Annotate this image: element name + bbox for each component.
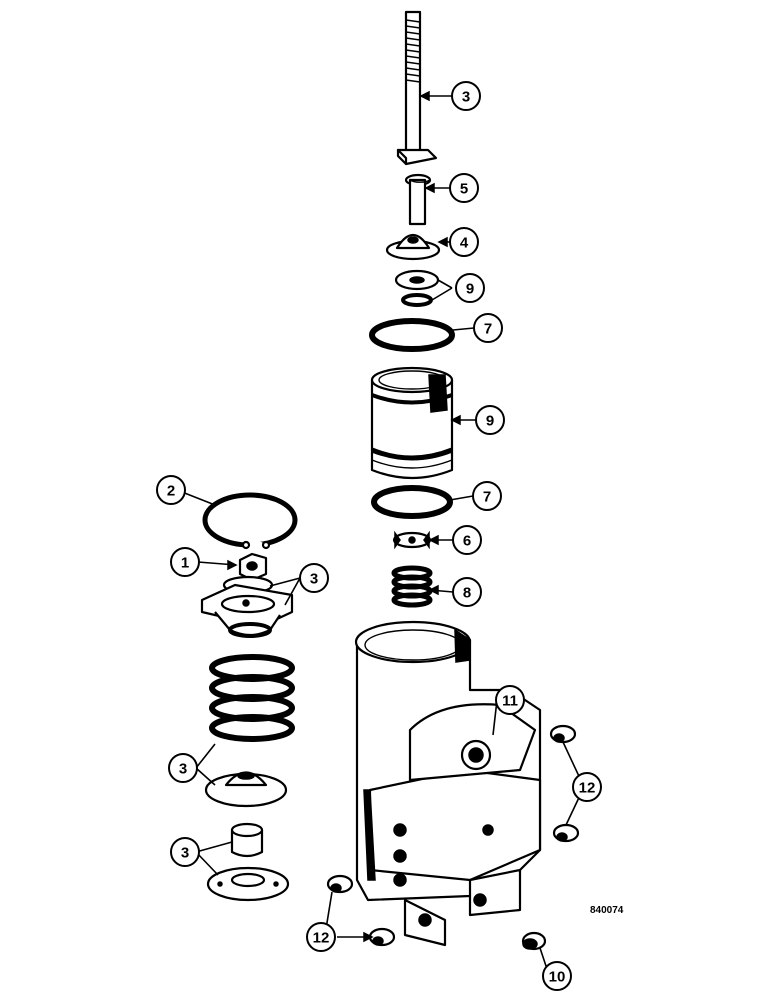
leader-lines	[181, 95, 585, 973]
svg-text:9: 9	[486, 413, 494, 430]
svg-text:2: 2	[167, 483, 175, 500]
svg-text:8: 8	[463, 585, 471, 602]
small-spring	[391, 565, 433, 608]
big-spring	[209, 654, 295, 742]
callout-9-washer: 9	[455, 273, 485, 303]
callout-3-base: 3	[170, 837, 200, 867]
svg-text:3: 3	[310, 571, 318, 588]
svg-text:3: 3	[462, 89, 470, 106]
callout-3-seat: 3	[168, 753, 198, 783]
svg-text:12: 12	[579, 780, 596, 797]
svg-text:9: 9	[466, 281, 474, 298]
svg-text:10: 10	[549, 969, 566, 986]
svg-text:1: 1	[181, 555, 189, 572]
callout-1: 1	[170, 547, 200, 577]
callout-9-sleeve: 9	[475, 405, 505, 435]
o-ring-top	[369, 318, 455, 352]
callout-3-rod: 3	[451, 81, 481, 111]
plug-right-upper	[549, 724, 577, 744]
snap-ring	[202, 492, 298, 551]
callout-8: 8	[452, 577, 482, 607]
callout-12-right: 12	[572, 772, 602, 802]
sleeve	[370, 366, 454, 480]
bushing-and-plate	[206, 822, 290, 902]
callout-11: 11	[495, 685, 525, 715]
o-ring-lower	[371, 485, 453, 519]
svg-text:12: 12	[313, 930, 330, 947]
nut	[238, 552, 268, 582]
callout-6: 6	[452, 525, 482, 555]
callout-3-cap: 3	[299, 563, 329, 593]
svg-text:3: 3	[181, 845, 189, 862]
callout-7-top: 7	[473, 313, 503, 343]
svg-text:6: 6	[463, 533, 471, 550]
svg-text:11: 11	[502, 693, 518, 710]
plug-left-upper	[326, 874, 354, 894]
threaded-rod	[396, 10, 438, 166]
callout-4: 4	[449, 227, 479, 257]
plug-left-lower	[368, 927, 396, 947]
cap	[385, 233, 441, 261]
plug-bottom	[521, 931, 547, 951]
callout-5: 5	[449, 173, 479, 203]
leader-arrowheads	[227, 90, 461, 943]
washer-set	[394, 269, 440, 307]
callout-7-lower: 7	[472, 481, 502, 511]
svg-text:4: 4	[460, 235, 469, 252]
svg-text:7: 7	[484, 321, 492, 338]
callout-2: 2	[156, 475, 186, 505]
reference-code: 840074	[590, 905, 624, 916]
svg-text:7: 7	[483, 489, 491, 506]
callout-12-left: 12	[306, 922, 336, 952]
spring-cap-assembly	[200, 575, 294, 638]
valve-housing	[354, 620, 542, 947]
pin	[404, 173, 432, 226]
plug-right-lower	[552, 823, 580, 843]
svg-text:5: 5	[460, 181, 468, 198]
svg-text:3: 3	[179, 761, 187, 778]
clip	[392, 530, 432, 550]
spring-seat	[204, 771, 288, 808]
callout-10: 10	[542, 961, 572, 991]
